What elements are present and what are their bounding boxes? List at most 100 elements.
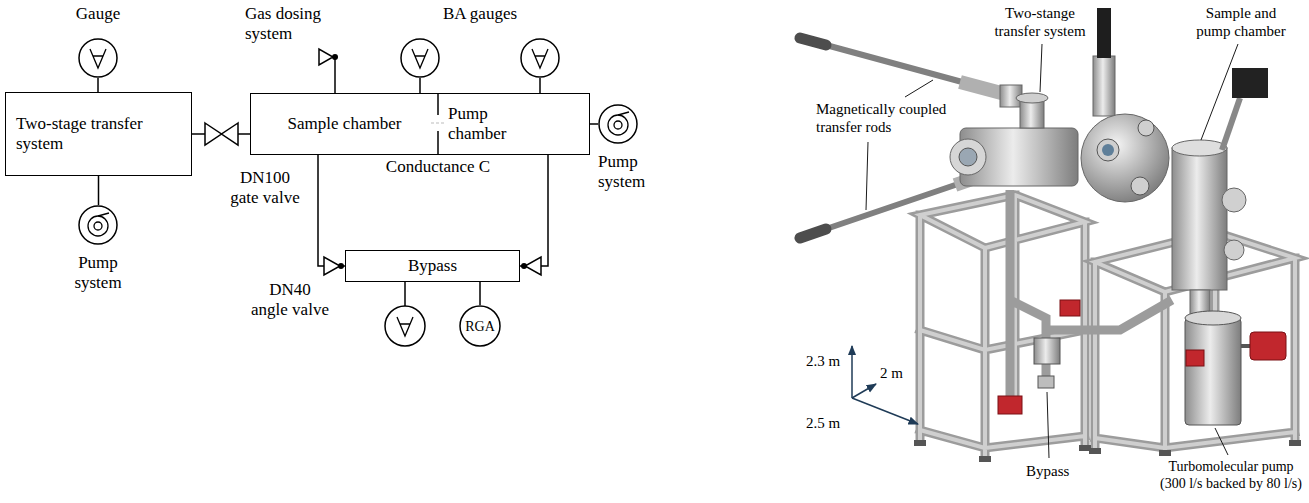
node-text: Two-stage transfer system xyxy=(16,114,156,154)
sample-chamber-sphere xyxy=(1081,114,1169,202)
bypass-box: Bypass xyxy=(345,250,520,282)
frame-foot xyxy=(1159,450,1171,456)
pump-circle xyxy=(79,206,117,244)
gauge-glyph xyxy=(90,49,106,68)
pipe-connector xyxy=(539,78,541,93)
pump-icon xyxy=(78,205,118,245)
callout-label: Two-stange transfer system xyxy=(994,4,1087,40)
red-controller xyxy=(1250,332,1286,360)
red-valve xyxy=(998,396,1022,414)
dimension-label: 2 m xyxy=(880,364,903,382)
gas-dosing-valve: Gas dosing system xyxy=(245,4,345,70)
pump-chamber-cylinder xyxy=(1172,148,1227,290)
viewport xyxy=(1097,139,1119,161)
red-valve xyxy=(1186,350,1204,366)
gauge-symbol: Gauge xyxy=(75,4,122,78)
node-text: Bypass xyxy=(408,256,457,276)
gauge-icon xyxy=(78,38,118,78)
leader-line xyxy=(905,80,933,97)
gauge-circle xyxy=(385,306,425,346)
chamber-port xyxy=(1224,240,1244,260)
pipe-connector xyxy=(98,176,100,205)
node-text: Pump chamber xyxy=(448,104,508,144)
valve-label: DN40 angle valve xyxy=(251,280,330,320)
callout-label: Bypass xyxy=(1026,462,1069,480)
valve-actuator xyxy=(1097,8,1111,58)
viewport xyxy=(1131,177,1149,195)
gauge-circle xyxy=(79,39,117,77)
chamber-flange xyxy=(950,139,986,175)
callout-label: Sample and pump chamber xyxy=(1196,4,1287,40)
chamber-lid xyxy=(1172,140,1227,156)
conductance-opening xyxy=(431,123,445,124)
dimension-arrow xyxy=(851,346,853,398)
valve-dot xyxy=(332,54,338,60)
rod-handle xyxy=(800,38,826,45)
pump-circle xyxy=(599,105,637,143)
sample-chamber-box: Sample chamber xyxy=(250,93,438,155)
leader-line xyxy=(1040,44,1042,92)
dimension-arrow xyxy=(852,398,918,424)
rod-housing xyxy=(960,82,1005,94)
pipe-connector xyxy=(520,155,548,266)
pipe-connector xyxy=(334,70,336,93)
pump-outlet xyxy=(98,213,109,216)
node-text: BA gauges xyxy=(443,4,517,24)
valve-column xyxy=(1093,56,1115,116)
motor-arm xyxy=(1222,98,1240,150)
callout-label: Magnetically coupled transfer rods xyxy=(816,100,956,136)
pump-rotor xyxy=(88,216,108,236)
pipe-connector xyxy=(419,78,421,93)
ba-gauge-pair: BA gauges xyxy=(395,4,565,78)
rod-handle xyxy=(800,229,826,238)
connector-group xyxy=(98,70,598,305)
leader-line xyxy=(866,142,868,210)
pump-system-symbol: Pump system xyxy=(598,104,649,192)
bypass-gauge xyxy=(1038,376,1054,388)
motor-box xyxy=(1232,68,1268,98)
valve-icon xyxy=(245,44,345,70)
valve-label: DN100 gate valve xyxy=(230,168,301,208)
transfer-rod xyxy=(826,45,1010,95)
pump-icon xyxy=(598,104,638,144)
gate-valve-symbol xyxy=(205,123,222,145)
frame-foot xyxy=(1289,440,1301,446)
dimension-arrow xyxy=(852,384,876,398)
leader-line xyxy=(1047,392,1049,458)
pipe-connector xyxy=(318,155,345,266)
conductance-label: Conductance C xyxy=(386,157,490,177)
pump-system-symbol: Pump system xyxy=(73,205,124,293)
pump-rotor xyxy=(608,115,628,135)
gauge-wire xyxy=(404,282,406,306)
dimension-label: 2.3 m xyxy=(806,352,840,370)
node-text: RGA xyxy=(465,318,495,335)
node-text: Gauge xyxy=(76,4,120,24)
angle-valve-dot xyxy=(521,263,527,269)
turbo-pump-body xyxy=(1185,318,1241,425)
pump-cable xyxy=(1241,344,1250,348)
gate-valve-symbol xyxy=(222,123,239,145)
port-flange xyxy=(1016,93,1048,103)
valve-triangle xyxy=(319,49,333,65)
pump-chamber-box: Pump chamber xyxy=(438,93,590,155)
callout-label: Turbomolecular pump (300 l/s backed by 8… xyxy=(1158,458,1304,492)
gauge-circle xyxy=(401,39,439,77)
node-text: Gas dosing system xyxy=(245,4,323,44)
red-valve xyxy=(1060,300,1080,316)
pipe-connector xyxy=(97,78,99,92)
bypass-tube xyxy=(1010,190,1172,396)
gauge-circle xyxy=(521,39,559,77)
ba-icon xyxy=(395,38,565,78)
turbo-pump-flange xyxy=(1185,311,1241,325)
dimension-label: 2.5 m xyxy=(806,414,840,432)
node-text: Pump system xyxy=(74,253,123,293)
gauge-glyph xyxy=(532,49,548,68)
bypass-cross xyxy=(1034,338,1060,364)
node-text: Pump system xyxy=(598,152,647,192)
viewport xyxy=(1138,120,1154,136)
